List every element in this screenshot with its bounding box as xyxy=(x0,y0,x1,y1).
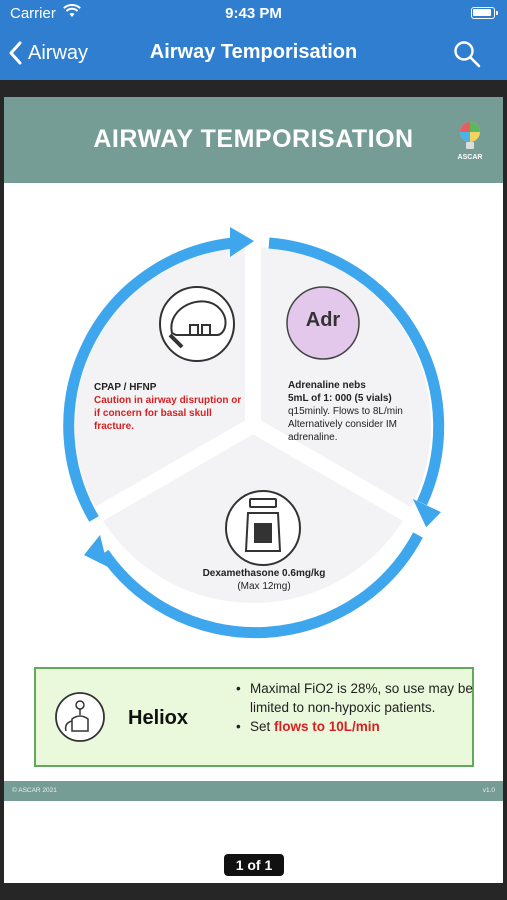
copyright: © ASCAR 2021 xyxy=(12,787,57,794)
document-page: AIRWAY TEMPORISATION ASCAR xyxy=(4,97,503,883)
cpap-mask-icon xyxy=(159,286,235,362)
heliox-bullet-2: Set flows to 10L/min xyxy=(234,717,474,736)
heliox-panel: Heliox Maximal FiO2 is 28%, so use may b… xyxy=(34,667,474,767)
version-label: v1.0 xyxy=(482,787,495,794)
heliox-title: Heliox xyxy=(128,707,189,729)
dexamethasone-note: (Max 12mg) xyxy=(237,581,291,592)
adrenaline-badge-label: Adr xyxy=(305,309,341,331)
chevron-left-icon xyxy=(9,41,22,65)
adrenaline-text: Adrenaline nebs 5mL of 1: 000 (5 vials) … xyxy=(288,379,438,444)
cpap-warning: Caution in airway disruption or if conce… xyxy=(94,395,242,432)
clock: 9:43 PM xyxy=(225,5,282,22)
card-footer: © ASCAR 2021 v1.0 xyxy=(4,781,503,801)
document-viewer[interactable]: AIRWAY TEMPORISATION ASCAR xyxy=(0,80,507,900)
back-button[interactable]: Airway xyxy=(8,38,88,68)
heliox-bullets: Maximal FiO2 is 28%, so use may be limit… xyxy=(234,679,474,736)
treatment-cycle-diagram: Adr CPAP / HFNP Caution in airway disrup… xyxy=(4,183,503,767)
battery-icon xyxy=(471,7,498,19)
ascar-logo: ASCAR xyxy=(455,121,485,163)
heliox-bullet-2-prefix: Set xyxy=(250,719,275,734)
dexamethasone-title: Dexamethasone 0.6mg/kg xyxy=(202,568,326,579)
adrenaline-line-3: adrenaline. xyxy=(288,432,338,443)
cpap-title: CPAP / HFNP xyxy=(94,382,157,393)
cycle-graphic xyxy=(63,227,445,639)
adrenaline-title-1: Adrenaline nebs xyxy=(288,380,366,391)
card-banner: AIRWAY TEMPORISATION ASCAR xyxy=(4,97,503,183)
adrenaline-line-1: q15minly. Flows to 8L/min xyxy=(288,406,403,417)
search-icon[interactable] xyxy=(453,40,481,68)
back-label: Airway xyxy=(28,41,89,64)
cpap-text: CPAP / HFNP Caution in airway disruption… xyxy=(94,381,244,433)
vial-icon xyxy=(225,490,301,566)
heliox-mask-icon xyxy=(55,692,105,742)
logo-text: ASCAR xyxy=(457,154,483,161)
carrier-label: Carrier xyxy=(10,5,56,22)
heliox-bullet-2-highlight: flows to 10L/min xyxy=(274,719,380,734)
page-title: Airway Temporisation xyxy=(149,41,358,63)
heliox-bullet-1: Maximal FiO2 is 28%, so use may be limit… xyxy=(234,679,474,717)
top-bar: Carrier 9:43 PM Airway Airway Temporisat… xyxy=(0,0,507,80)
navigation-bar: Airway Airway Temporisation xyxy=(0,28,507,80)
card-title: AIRWAY TEMPORISATION xyxy=(93,125,414,153)
dexamethasone-text: Dexamethasone 0.6mg/kg (Max 12mg) xyxy=(164,567,364,593)
adrenaline-line-2: Alternatively consider IM xyxy=(288,419,397,430)
wifi-icon xyxy=(63,4,81,17)
page-indicator: 1 of 1 xyxy=(224,854,284,876)
adrenaline-title-2: 5mL of 1: 000 (5 vials) xyxy=(288,393,392,404)
status-bar: Carrier 9:43 PM xyxy=(0,0,507,28)
